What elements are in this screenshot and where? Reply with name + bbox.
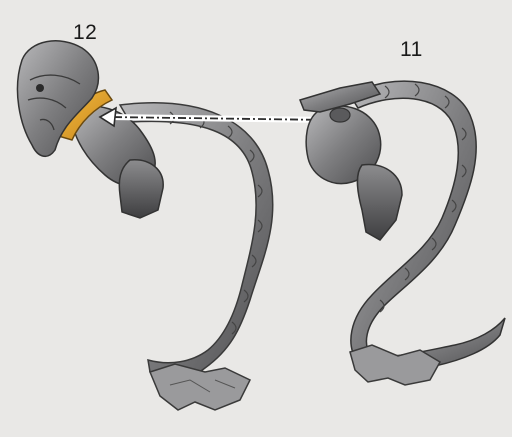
assembled-figure — [17, 41, 272, 410]
step-number-11: 11 — [400, 38, 423, 62]
neck-socket — [330, 108, 350, 122]
step-number-12: 12 — [73, 21, 97, 45]
eye-socket — [36, 84, 44, 92]
right-leg — [357, 165, 402, 240]
left-leg — [119, 160, 163, 218]
left-tail-base-rocks — [150, 364, 250, 410]
unassembled-figure — [300, 81, 505, 385]
